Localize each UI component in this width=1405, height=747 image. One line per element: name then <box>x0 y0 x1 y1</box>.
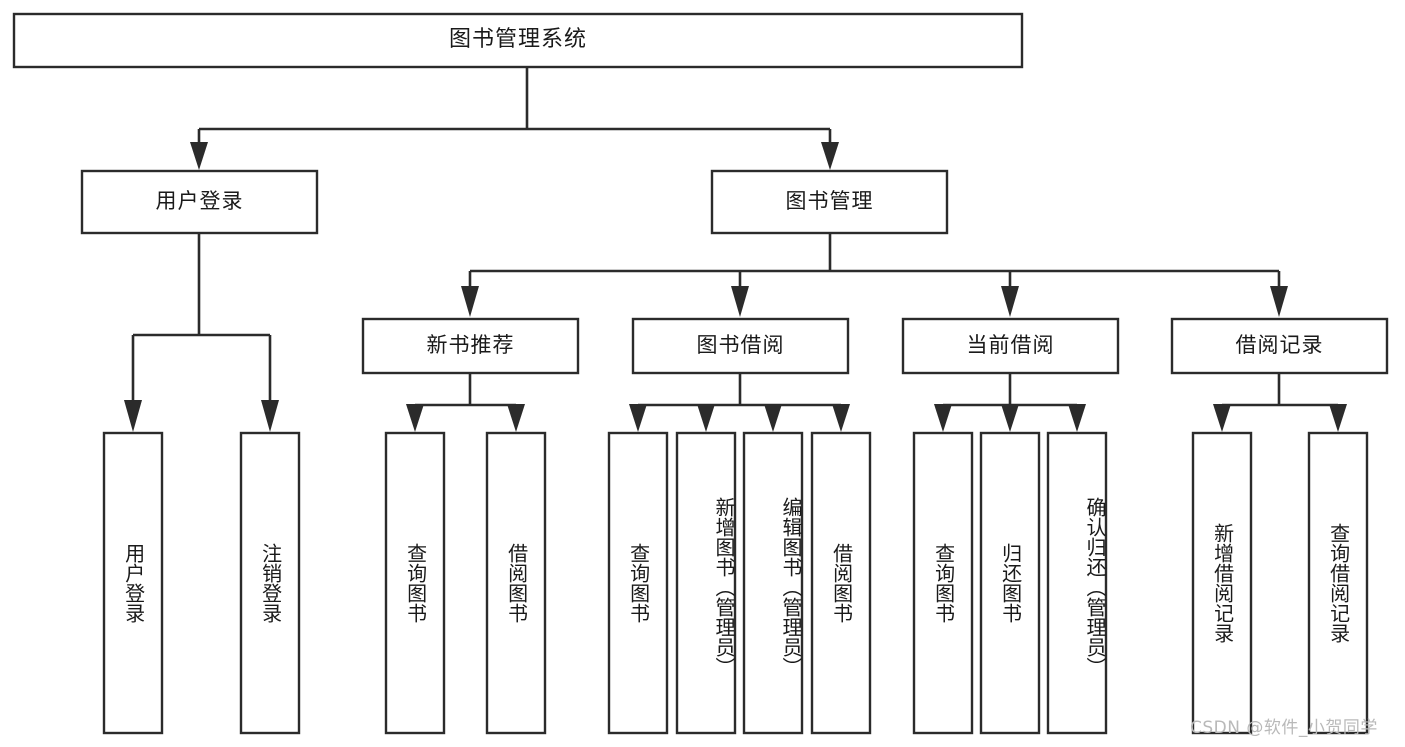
arrow-head-icon <box>190 142 208 170</box>
node-box-leaf-user-login[interactable] <box>102 431 164 735</box>
arrow-head-icon <box>1001 404 1019 432</box>
connector-currentborrow-to-leaves <box>934 373 1086 432</box>
arrow-head-icon <box>821 142 839 170</box>
arrow-head-icon <box>697 404 715 432</box>
node-box-leaf-borrow-book-2[interactable] <box>810 431 872 735</box>
node-box-new-book-rec[interactable] <box>361 317 580 375</box>
arrow-head-icon <box>731 286 749 317</box>
node-box-book-manage[interactable] <box>710 169 949 235</box>
connector-newbook-to-leaves <box>406 373 525 432</box>
node-box-current-borrow[interactable] <box>901 317 1120 375</box>
connector-bookmanage-to-level3 <box>461 233 1288 317</box>
arrow-head-icon <box>1001 286 1019 317</box>
arrow-head-icon <box>124 400 142 432</box>
node-box-book-borrow[interactable] <box>631 317 850 375</box>
arrow-head-icon <box>1329 404 1347 432</box>
node-box-user-login[interactable] <box>80 169 319 235</box>
arrow-head-icon <box>507 404 525 432</box>
arrow-head-icon <box>764 404 782 432</box>
node-box-leaf-add-book[interactable] <box>675 431 737 735</box>
node-box-leaf-query-book-3[interactable] <box>912 431 974 735</box>
node-box-leaf-query-book-2[interactable] <box>607 431 669 735</box>
node-box-leaf-confirm-return[interactable] <box>1046 431 1108 735</box>
node-box-leaf-return-book[interactable] <box>979 431 1041 735</box>
node-box-leaf-borrow-book-1[interactable] <box>485 431 547 735</box>
arrow-head-icon <box>934 404 952 432</box>
node-box-leaf-query-book-1[interactable] <box>384 431 446 735</box>
connector-bookborrow-to-leaves <box>629 373 850 432</box>
arrow-head-icon <box>406 404 424 432</box>
connector-root-to-level2 <box>190 67 839 170</box>
arrow-head-icon <box>832 404 850 432</box>
connector-userlogin-to-leaves <box>124 233 279 432</box>
arrow-head-icon <box>461 286 479 317</box>
node-box-leaf-add-record[interactable] <box>1191 431 1253 735</box>
node-box-leaf-query-record[interactable] <box>1307 431 1369 735</box>
arrow-head-icon <box>261 400 279 432</box>
node-box-leaf-edit-book[interactable] <box>742 431 804 735</box>
connector-borrowrecord-to-leaves <box>1213 373 1347 432</box>
arrow-head-icon <box>1213 404 1231 432</box>
arrow-head-icon <box>629 404 647 432</box>
node-box-root[interactable] <box>12 12 1024 69</box>
arrow-head-icon <box>1068 404 1086 432</box>
node-box-borrow-record[interactable] <box>1170 317 1389 375</box>
node-box-leaf-logout[interactable] <box>239 431 301 735</box>
arrow-head-icon <box>1270 286 1288 317</box>
